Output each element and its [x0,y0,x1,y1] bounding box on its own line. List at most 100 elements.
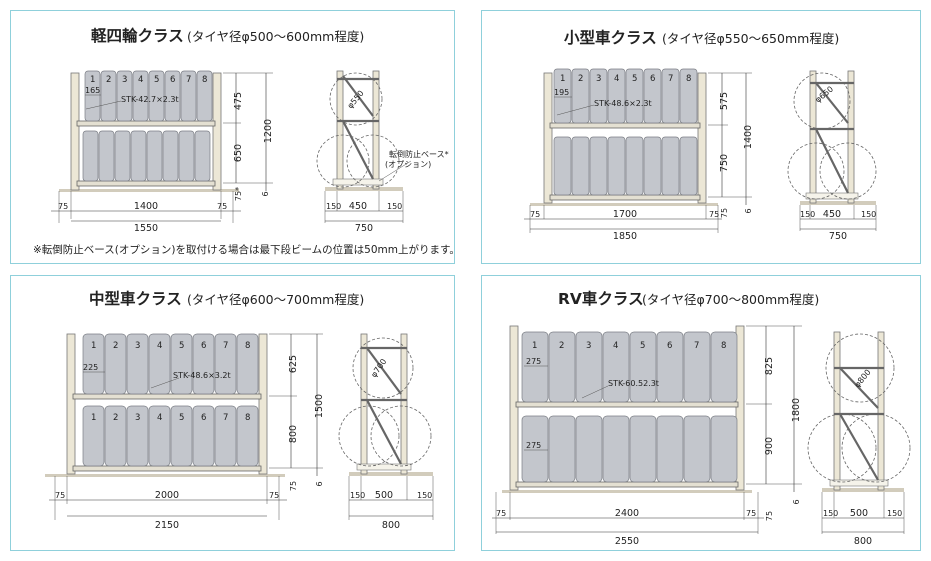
base-height-upper-dim: 75 [765,511,774,521]
tire [214,333,237,395]
floor [59,189,239,192]
side-post-right [400,333,408,475]
tire [192,333,215,395]
lower-height-dim: 650 [233,144,244,162]
left-post [70,72,80,191]
tire [82,130,99,182]
tire [104,333,127,395]
side-post-right [847,70,855,204]
tire-number: 1 [91,341,96,351]
tire [589,136,608,196]
tire-number: 6 [201,341,206,351]
side-post-left [833,331,841,491]
side-floor [349,472,433,476]
tire [82,333,105,395]
tire-number: 5 [179,413,184,423]
overhang-right-dim: 75 [746,509,756,518]
right-post [735,325,745,491]
upper-tires [521,331,738,403]
tire [710,331,738,403]
tire [679,68,698,124]
tire-number: 3 [135,413,140,423]
depth-total-dim: 800 [382,520,400,531]
tire-numbers: 1 2 3 4 5 6 7 8 [560,74,691,84]
side-post-left [809,70,817,204]
tire-number: 3 [135,341,140,351]
upper-height-dim: 825 [764,357,775,375]
pitch-label: 275 [526,357,541,366]
upper-height-dim: 475 [233,92,244,110]
rv-drawing: RV車クラス (タイヤ径φ700〜800mm程度) 1 2 3 4 [492,289,911,547]
right-post [258,333,268,475]
depth-total-dim: 800 [854,536,872,547]
tire [521,415,549,483]
pipe-spec-label: STK-48.6×2.3t [594,99,652,108]
total-height-dim: 1500 [314,394,325,418]
tire-number: 3 [586,341,591,351]
depth-mid-dim: 450 [349,201,367,212]
upper-tires [84,70,213,122]
tire [602,331,630,403]
depth-side-right: 150 [387,202,402,211]
option-sub-label: (オプション) [385,160,431,169]
lower-beam [549,194,701,201]
tire [98,130,115,182]
base-height-upper-dim: 75* [234,187,243,201]
tire-number: 7 [223,341,228,351]
upper-beam [76,120,216,127]
inner-width-dim: 1400 [134,201,158,212]
depth-side-left: 150 [800,210,815,219]
tire [656,331,684,403]
tire-number: 4 [138,75,143,85]
lower-height-dim: 800 [288,425,299,443]
tire-number: 1 [532,341,537,351]
left-post [66,333,76,475]
tire-number: 8 [721,341,726,351]
tire-numbers-lower: 1 2 3 4 5 6 7 8 [91,413,250,423]
depth-side-left: 150 [326,202,341,211]
floor [530,203,718,206]
depth-side-right: 150 [887,509,902,518]
base-height-upper-dim: 75 [289,481,298,491]
upper-height-dim: 625 [288,355,299,373]
tire [575,415,603,483]
tire-number: 1 [90,75,95,85]
tire-number: 4 [157,341,162,351]
lower-tires [82,130,211,182]
tire-number: 2 [113,341,118,351]
side-post-right [877,331,885,491]
panel-title: 小型車クラス [564,28,657,47]
base-height-dim: 6 [261,191,270,196]
tire [148,333,171,395]
side-post-left [336,70,344,190]
tire [194,130,211,182]
tire-number: 8 [202,75,207,85]
pipe-spec-label: STK-42.7×2.3t [121,95,179,104]
pipe-spec-label: STK-60.52.3t [608,379,659,388]
base-plate [805,192,859,200]
total-width-dim: 2550 [615,536,639,547]
tire-number: 2 [113,413,118,423]
side-post-right [372,70,380,190]
tire-numbers: 1 2 3 4 5 6 7 8 [532,341,726,351]
depth-total-dim: 750 [829,231,847,242]
upper-tires [82,333,259,395]
tire [629,331,657,403]
tire-number: 8 [245,341,250,351]
lower-height-dim: 750 [719,154,730,172]
tire [679,136,698,196]
side-floor [822,488,904,492]
pitch-label: 195 [554,88,569,97]
tire [521,331,549,403]
lower-tires [553,136,698,196]
overhang-left-dim: 75 [496,509,506,518]
panel-chugata: 中型車クラス (タイヤ径φ600〜700mm程度) 1 2 3 4 [10,275,455,551]
tire [602,415,630,483]
tire [553,136,572,196]
tire [180,70,197,122]
overhang-right-dim: 75 [217,202,227,211]
total-height-dim: 1400 [743,125,754,149]
base-height-dim: 6 [315,481,324,486]
base-height-dim: 6 [744,208,753,213]
